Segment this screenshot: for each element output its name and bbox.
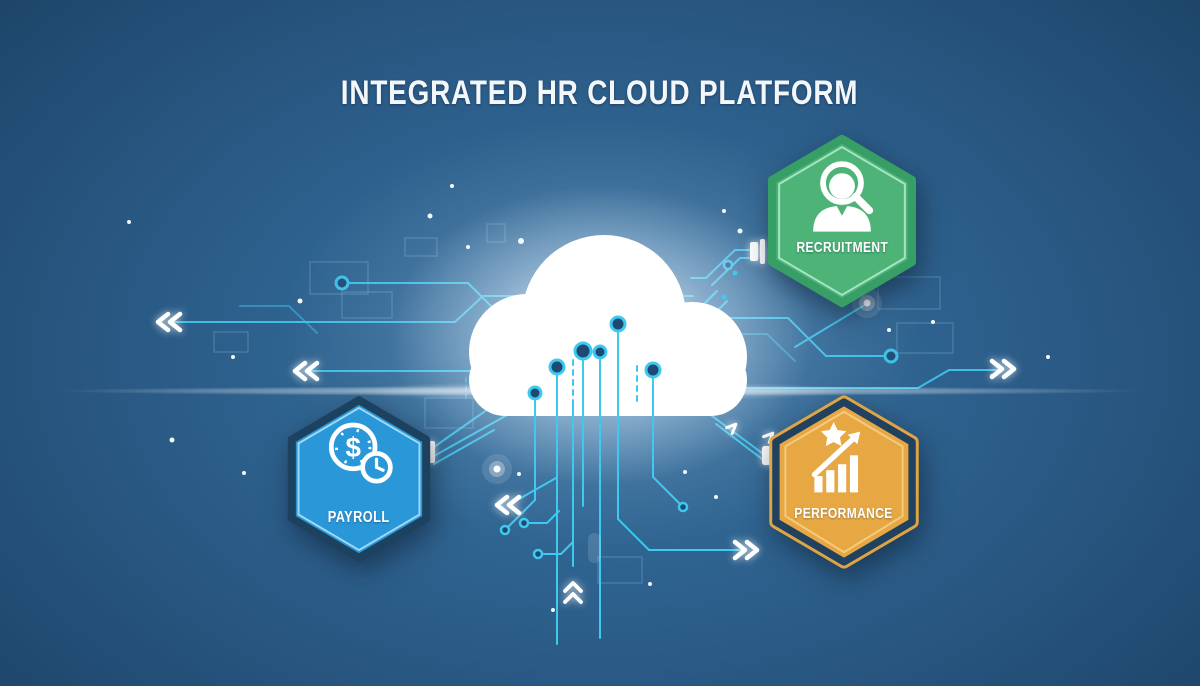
- badge-label: PAYROLL: [328, 509, 390, 526]
- chevron-right-icon: [732, 539, 760, 561]
- chevron-up-icon: [563, 581, 583, 604]
- badge-payroll: $ PAYROLL: [286, 396, 432, 562]
- circuit-traces-front: [499, 315, 742, 645]
- cloud-icon: [469, 235, 747, 416]
- chevron-left-icon: [292, 360, 320, 382]
- chevron-left-icon: [155, 311, 183, 333]
- svg-text:$: $: [345, 432, 361, 463]
- payroll-dollar-clock-icon: $: [328, 422, 393, 484]
- chevron-left-icon: [494, 494, 522, 516]
- chevron-right-icon: [989, 358, 1017, 380]
- performance-star-growth-icon: [811, 422, 861, 493]
- badge-performance: PERFORMANCE: [769, 395, 919, 569]
- badge-label: PERFORMANCE: [794, 505, 894, 522]
- chevron-arrows: [155, 311, 1017, 604]
- recruitment-search-person-icon: [813, 161, 874, 232]
- badge-label: RECRUITMENT: [796, 239, 888, 256]
- glow-dots: [127, 184, 1050, 612]
- page-title: INTEGRATED HR CLOUD PLATFORM: [341, 74, 859, 112]
- badge-recruitment: RECRUITMENT: [766, 134, 918, 308]
